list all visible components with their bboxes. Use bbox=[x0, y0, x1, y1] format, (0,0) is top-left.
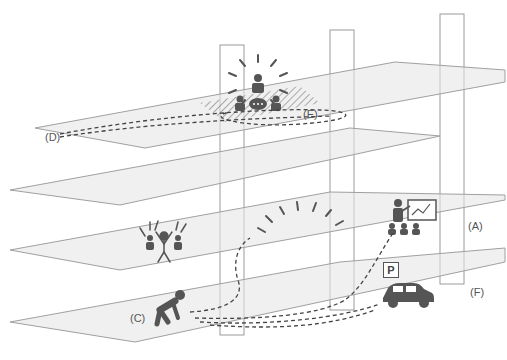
callout-label: (C) bbox=[130, 313, 145, 324]
parking-sign: P bbox=[383, 262, 399, 278]
callout-label: (D) bbox=[45, 132, 60, 143]
sign-letter: P bbox=[387, 265, 394, 276]
callout-label: (A) bbox=[468, 221, 483, 232]
callout-label: (E) bbox=[303, 109, 318, 120]
callout-label: (F) bbox=[470, 287, 484, 298]
